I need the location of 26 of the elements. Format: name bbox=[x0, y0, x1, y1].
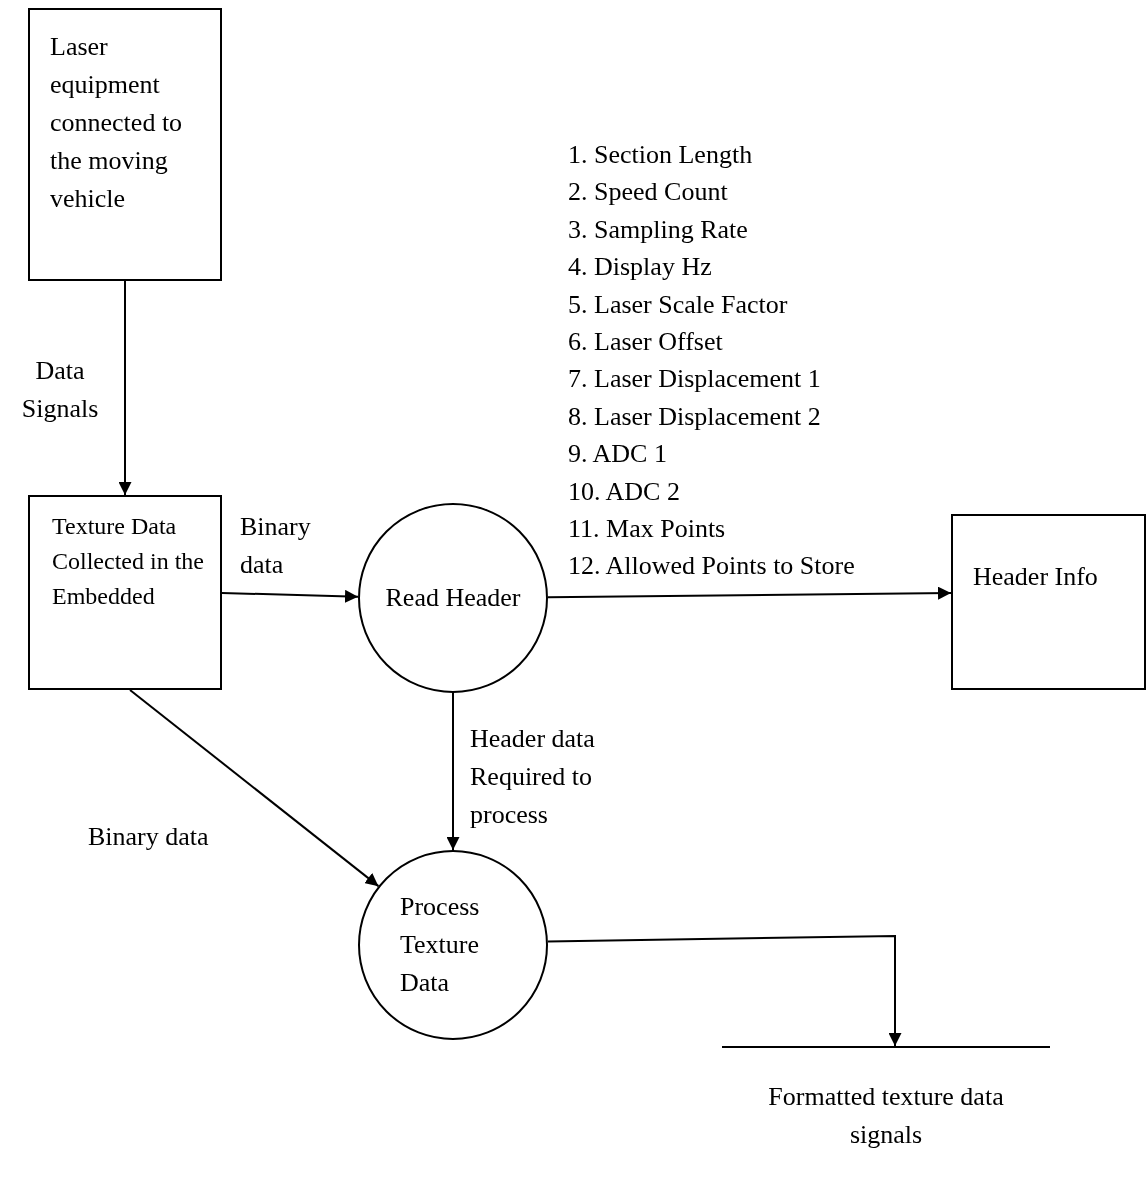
node-text: Process Texture Data bbox=[400, 891, 481, 999]
list-item: 5. Laser Scale Factor bbox=[568, 288, 789, 321]
list-item: 3. Sampling Rate bbox=[568, 213, 749, 246]
list-item: 10. ADC 2 bbox=[568, 475, 681, 508]
arrow bbox=[221, 589, 359, 603]
list-item: 11. Max Points bbox=[568, 513, 727, 546]
list-item: 6. Laser Offset bbox=[568, 326, 724, 359]
node-text: Read Header bbox=[385, 582, 521, 614]
list-item: 2. Speed Count bbox=[568, 176, 729, 209]
entity-box bbox=[951, 514, 1146, 690]
node-text: Texture Data Collected in the Embedded bbox=[52, 512, 205, 611]
list-item: 12. Allowed Points to Store bbox=[568, 550, 855, 583]
arrow bbox=[547, 586, 952, 600]
list-item: 1. Section Length bbox=[568, 139, 754, 171]
node-text: Header Info bbox=[973, 561, 1099, 593]
arrow bbox=[129, 689, 380, 888]
node-text: Formatted texture data signals bbox=[767, 1081, 1005, 1151]
entity-box bbox=[28, 8, 222, 281]
entity-box bbox=[28, 495, 222, 690]
list-item: 9. ADC 1 bbox=[568, 438, 668, 471]
arrow bbox=[446, 692, 460, 851]
node-text: Laser equipment connected to the moving vehicle bbox=[50, 31, 184, 215]
arrow bbox=[118, 280, 132, 496]
list-item: 8. Laser Displacement 2 bbox=[568, 400, 822, 433]
list-item: 4. Display Hz bbox=[568, 251, 713, 284]
list-item: 7. Laser Displacement 1 bbox=[568, 363, 822, 396]
